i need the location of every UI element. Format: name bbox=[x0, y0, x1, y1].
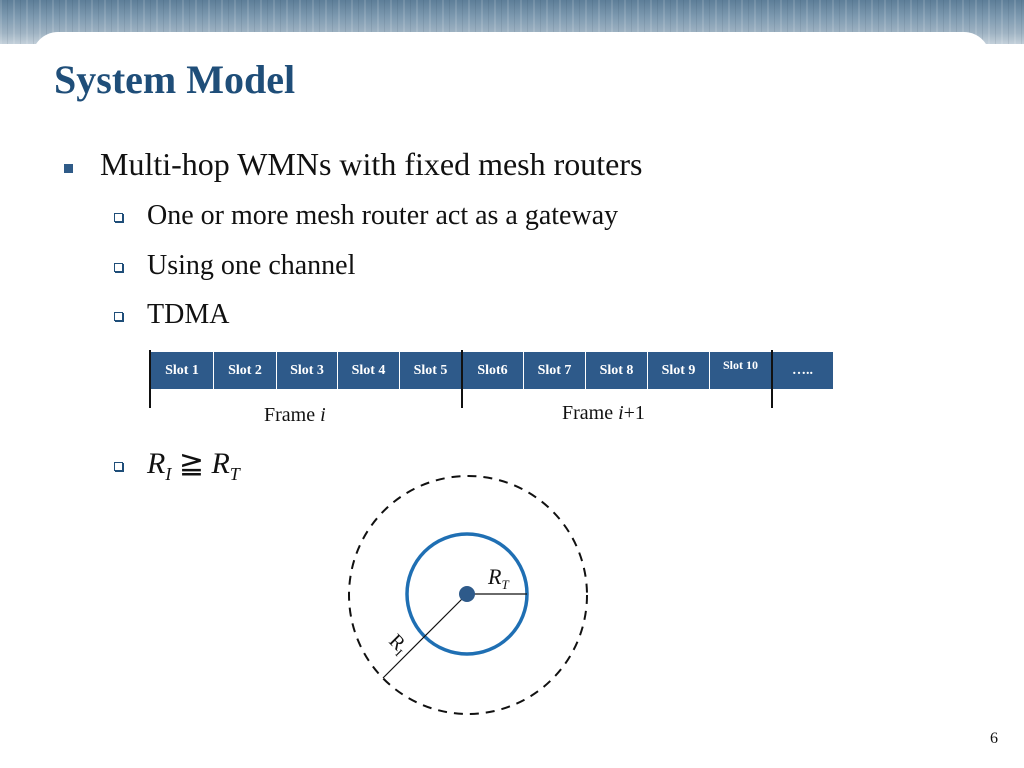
ri-label: RI bbox=[383, 630, 412, 659]
router-node-icon bbox=[459, 586, 475, 602]
slot-cell: ….. bbox=[772, 352, 833, 389]
main-bullet-text: Multi-hop WMNs with fixed mesh routers bbox=[100, 146, 643, 182]
range-diagram: RT RI bbox=[348, 475, 588, 715]
content-area-curve bbox=[32, 32, 990, 72]
slot-cell: Slot 4 bbox=[338, 352, 400, 389]
hollow-square-bullet-icon bbox=[114, 312, 123, 321]
page-number: 6 bbox=[990, 730, 998, 747]
slot-cell: Slot 8 bbox=[586, 352, 648, 389]
sub-bullet-text: One or more mesh router act as a gateway bbox=[147, 200, 619, 231]
sub-bullet-text: Using one channel bbox=[147, 250, 356, 281]
slot-cell: Slot 10 bbox=[710, 352, 772, 389]
frame-boundary-tick bbox=[461, 350, 463, 408]
page-title: System Model bbox=[54, 57, 296, 102]
square-bullet-icon bbox=[64, 164, 73, 173]
slot-cell: Slot 1 bbox=[151, 352, 214, 389]
slot-cell: Slot 2 bbox=[214, 352, 277, 389]
frame-boundary-tick bbox=[771, 350, 773, 408]
hollow-square-bullet-icon bbox=[114, 462, 123, 471]
slot-cell: Slot 9 bbox=[648, 352, 710, 389]
tdma-slot-bar: Slot 1 Slot 2 Slot 3 Slot 4 Slot 5 Slot6… bbox=[151, 352, 833, 389]
slot-cell: Slot 7 bbox=[524, 352, 586, 389]
interference-range-circle bbox=[348, 475, 588, 715]
frame-boundary-tick bbox=[149, 350, 151, 408]
slot-cell: Slot6 bbox=[462, 352, 524, 389]
slot-cell: Slot 3 bbox=[277, 352, 338, 389]
frame-next-label: Frame i+1 bbox=[562, 402, 645, 424]
slot-cell: Slot 5 bbox=[400, 352, 462, 389]
sub-bullet-text: TDMA bbox=[147, 299, 230, 330]
range-formula: RI ≧ RT bbox=[147, 447, 240, 484]
frame-i-label: Frame i bbox=[264, 404, 326, 426]
interference-radius-line bbox=[382, 593, 468, 679]
hollow-square-bullet-icon bbox=[114, 213, 123, 222]
rt-label: RT bbox=[487, 564, 509, 592]
hollow-square-bullet-icon bbox=[114, 263, 123, 272]
